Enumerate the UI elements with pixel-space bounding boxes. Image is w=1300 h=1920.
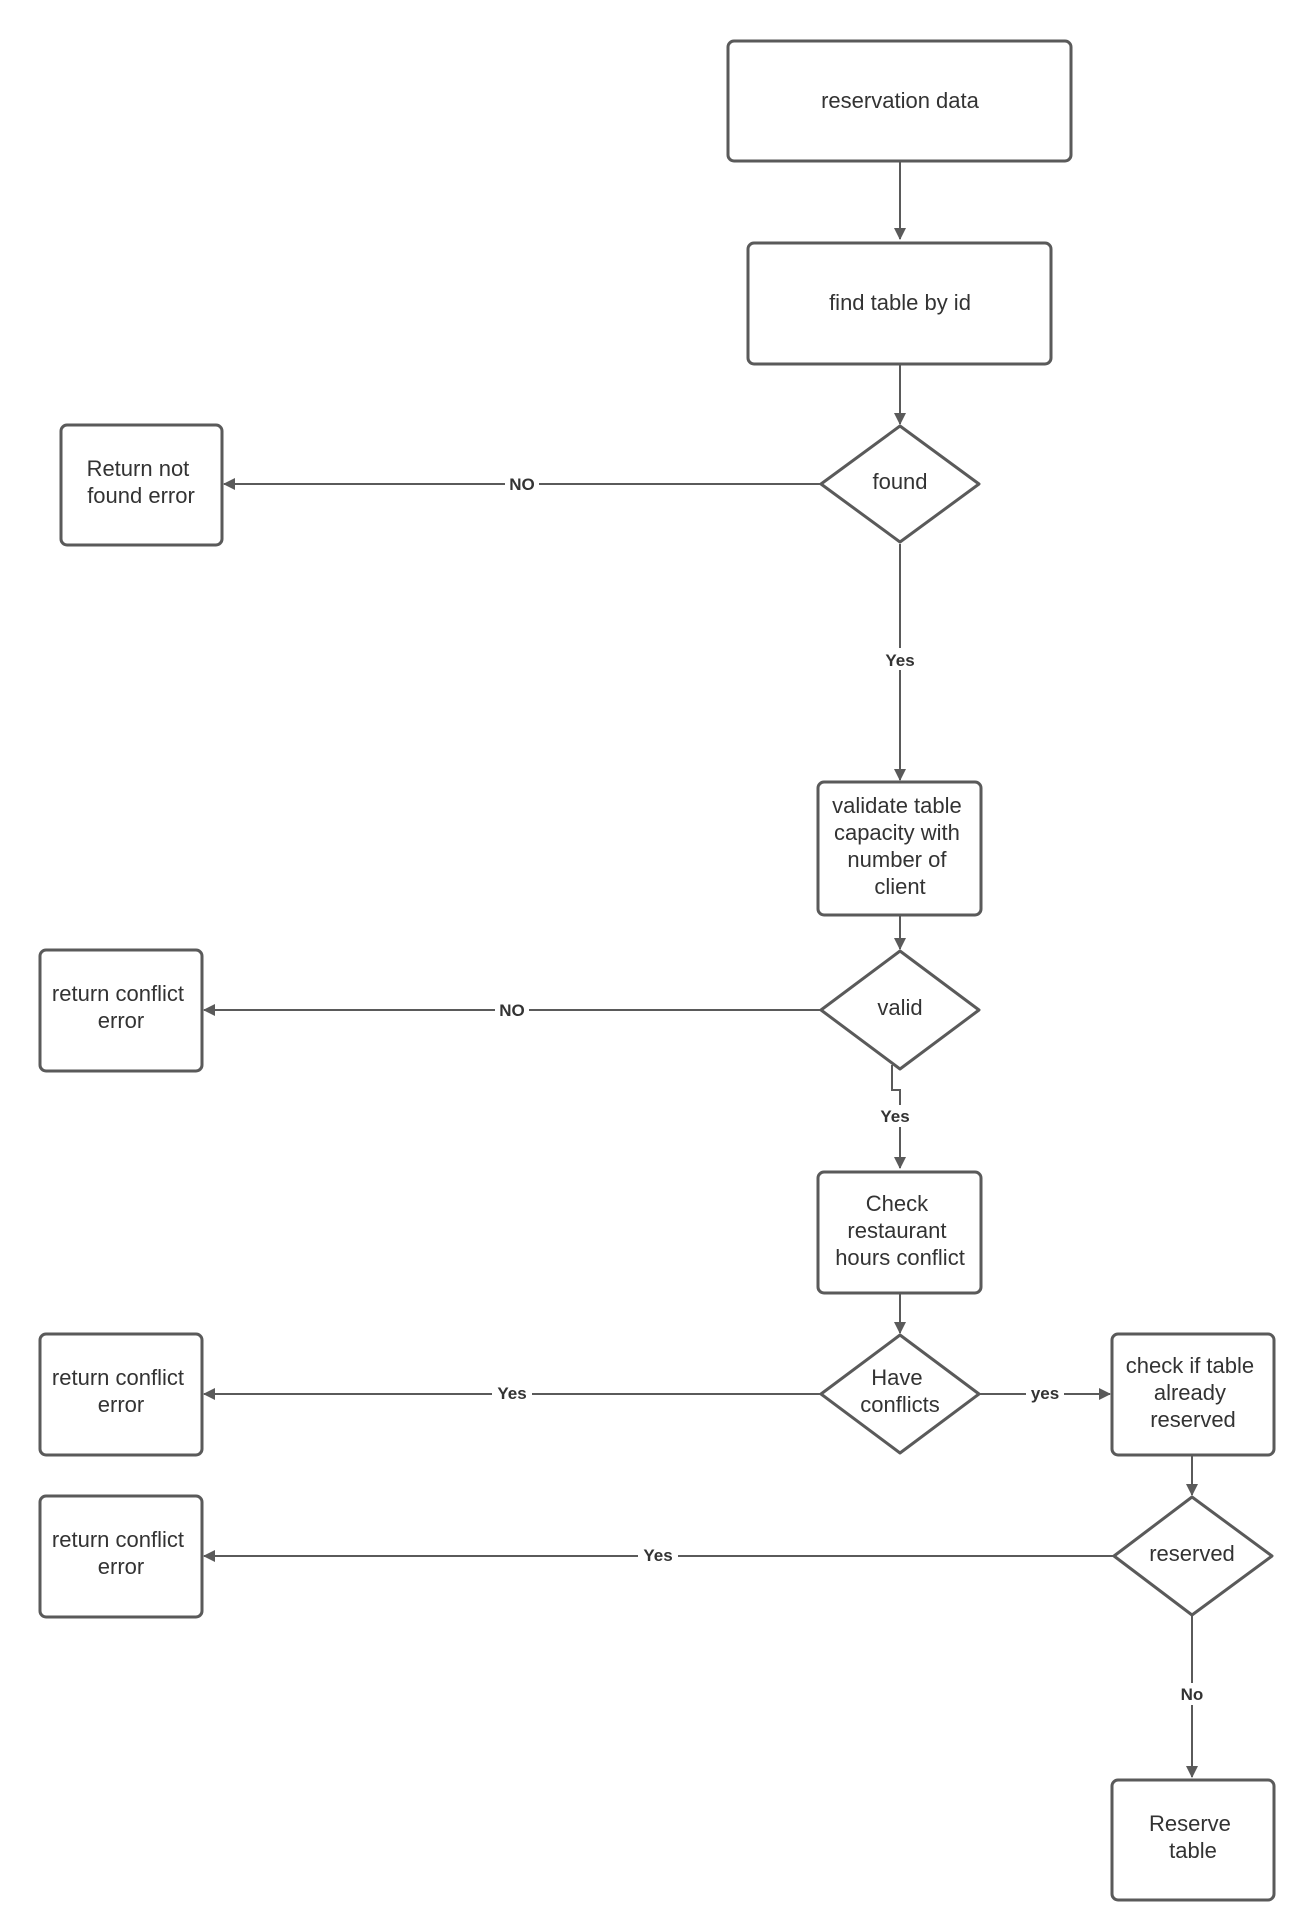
node-return-conflict-2: return conflict error (38, 1332, 204, 1457)
node-check-hours-label: Check restaurant hours conflict (835, 1191, 965, 1270)
node-check-reserved-label: check if table already reserved (1126, 1353, 1261, 1432)
edge-label-valid-no: NO (499, 1001, 525, 1020)
decision-have-conflicts-label: Have conflicts (860, 1365, 939, 1417)
decision-have-conflicts: Have conflicts (819, 1333, 981, 1455)
decision-valid-label: valid (877, 995, 922, 1020)
node-return-conflict-1: return conflict error (38, 948, 204, 1073)
node-reserve-table: Reserve table (1110, 1778, 1276, 1902)
node-return-conflict-2-label: return conflict error (52, 1365, 190, 1417)
node-reservation-data-label: reservation data (821, 88, 980, 113)
edge-label-found-yes: Yes (885, 651, 914, 670)
node-return-conflict-3: return conflict error (38, 1494, 204, 1619)
edge-label-valid-yes: Yes (880, 1107, 909, 1126)
node-return-not-found: Return not found error (59, 423, 224, 547)
decision-valid: valid (819, 949, 981, 1071)
decision-reserved: reserved (1112, 1495, 1274, 1617)
edge-labels: NO Yes NO Yes Yes yes Yes No (492, 472, 1209, 1705)
edges (203, 161, 1198, 1778)
edge-label-reserved-no: No (1181, 1685, 1204, 1704)
node-validate-capacity: validate table capacity with number of c… (816, 780, 983, 917)
node-find-table-label: find table by id (829, 290, 971, 315)
node-return-conflict-1-label: return conflict error (52, 981, 190, 1033)
node-return-conflict-3-label: return conflict error (52, 1527, 190, 1579)
node-return-not-found-label: Return not found error (87, 456, 196, 508)
edge-label-found-no: NO (509, 475, 535, 494)
decision-found: found (819, 424, 981, 544)
decision-reserved-label: reserved (1149, 1541, 1235, 1566)
edge-label-reserved-yes: Yes (643, 1546, 672, 1565)
node-find-table: find table by id (746, 241, 1053, 366)
node-check-hours: Check restaurant hours conflict (816, 1170, 983, 1295)
edge-valid-yes (891, 1065, 906, 1169)
node-validate-capacity-label: validate table capacity with number of c… (832, 793, 968, 899)
node-check-reserved: check if table already reserved (1110, 1332, 1276, 1457)
node-reserve-table-label: Reserve table (1149, 1811, 1237, 1863)
node-reservation-data: reservation data (726, 39, 1073, 163)
edge-label-conflicts-yes-right: yes (1031, 1384, 1059, 1403)
edge-label-conflicts-yes-left: Yes (497, 1384, 526, 1403)
decision-found-label: found (872, 469, 927, 494)
